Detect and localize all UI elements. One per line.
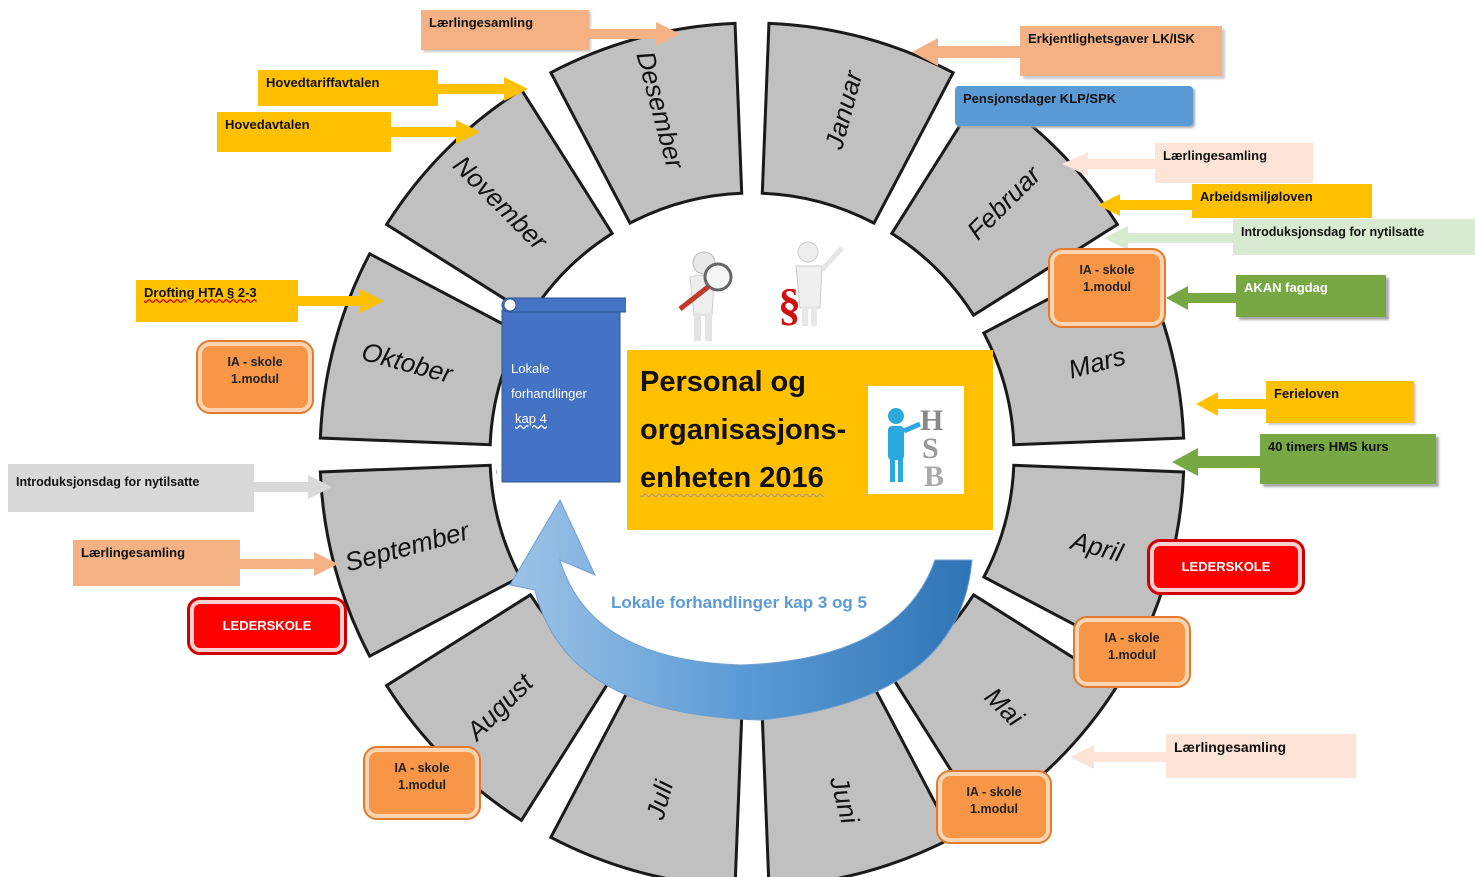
arrow-left-introduksjon-feb <box>1104 226 1236 250</box>
svg-text:§: § <box>778 279 801 328</box>
label-introduksjon-feb: Introduksjonsdag for nytilsatte <box>1233 219 1475 255</box>
label-laerling-feb: Lærlingesamling <box>1155 143 1313 183</box>
arrow-left-hms <box>1172 448 1264 476</box>
center-title-line2: organisasjons- <box>640 414 847 446</box>
label-pensjonsdager: Pensjonsdager KLP/SPK <box>955 86 1193 126</box>
label-introduksjon-sep: Introduksjonsdag for nytilsatte <box>8 464 254 512</box>
scroll-line1: Lokale <box>511 361 550 376</box>
scroll-banner <box>496 297 626 483</box>
arrow-left-akan <box>1166 286 1242 310</box>
month-segment-september <box>318 463 523 659</box>
arrow-left-erkjentlighetsgaver <box>912 38 1024 66</box>
center-title-line3: enheten 2016 <box>640 462 824 494</box>
ia-skole-line1: IA - skole <box>1104 631 1160 645</box>
ia-skole-juni: IA - skole 1.modul <box>936 770 1052 844</box>
ia-skole-august: IA - skole 1.modul <box>363 746 481 820</box>
ia-skole-februar: IA - skole 1.modul <box>1048 248 1166 328</box>
month-segment-januar <box>760 21 956 226</box>
scroll-line2: forhandlinger <box>511 386 587 401</box>
label-ferieloven: Ferieloven <box>1266 381 1414 423</box>
loop-arrow <box>509 498 973 721</box>
loop-label: Lokale forhandlinger kap 3 og 5 <box>611 593 867 612</box>
ia-skole-mai: IA - skole 1.modul <box>1073 616 1191 688</box>
arrow-left-laerling-mai <box>1070 745 1170 769</box>
magnifier-figure-icon <box>678 251 733 341</box>
svg-text:S: S <box>922 432 939 465</box>
label-hovedavtalen: Hovedavtalen <box>217 112 391 152</box>
arrow-right-drofting <box>296 289 384 313</box>
svg-text:B: B <box>924 460 944 493</box>
label-hms: 40 timers HMS kurs <box>1260 434 1436 484</box>
ia-skole-line2: 1.modul <box>970 802 1018 816</box>
label-laerling-sep: Lærlingesamling <box>73 540 240 586</box>
arrow-right-laerling-des <box>588 22 680 46</box>
arrow-left-arbeidsmiljoloven <box>1098 194 1196 216</box>
month-segment-desember <box>548 21 744 226</box>
ia-skole-line2: 1.modul <box>398 778 446 792</box>
arrow-right-introduksjon-sep <box>252 475 332 499</box>
label-hovedtariffavtalen: Hovedtariffavtalen <box>258 70 438 106</box>
label-akan: AKAN fagdag <box>1236 275 1386 317</box>
scroll-text: Lokale forhandlinger kap 4 <box>511 356 611 431</box>
paragraph-figure-icon: § <box>778 241 844 328</box>
figure-hsb-icon: H S B <box>868 386 964 494</box>
ia-skole-line1: IA - skole <box>394 761 450 775</box>
center-title-line1: Personal og <box>640 366 806 398</box>
scroll-line3: kap 4 <box>515 411 547 426</box>
svg-text:H: H <box>920 404 943 437</box>
ia-skole-line2: 1.modul <box>1108 648 1156 662</box>
label-arbeidsmiljoloven: Arbeidsmiljøloven <box>1192 184 1372 218</box>
ia-skole-line1: IA - skole <box>1079 263 1135 277</box>
arrow-right-laerling-sep <box>238 552 338 576</box>
lederskole-april: LEDERSKOLE <box>1147 539 1305 595</box>
ia-skole-line1: IA - skole <box>966 785 1022 799</box>
label-erkjentlighetsgaver: Erkjentlighetsgaver LK/ISK <box>1020 26 1222 76</box>
ia-skole-line2: 1.modul <box>231 372 279 386</box>
ia-skole-oktober: IA - skole 1.modul <box>196 340 314 414</box>
ia-skole-line2: 1.modul <box>1083 280 1131 294</box>
label-laerling-des: Lærlingesamling <box>421 10 589 50</box>
arrow-right-hovedavtalen <box>390 120 480 144</box>
arrow-left-laerling-feb <box>1062 152 1162 176</box>
arrow-right-hovedtariffavtalen <box>436 77 528 101</box>
center-title: Personal og organisasjons- enheten 2016 <box>640 358 870 502</box>
ia-skole-line1: IA - skole <box>227 355 283 369</box>
lederskole-september: LEDERSKOLE <box>187 597 347 655</box>
label-drofting: Drofting HTA § 2-3 <box>136 280 298 322</box>
arrow-left-ferieloven <box>1196 392 1270 416</box>
label-laerling-mai: Lærlingesamling <box>1166 734 1356 778</box>
